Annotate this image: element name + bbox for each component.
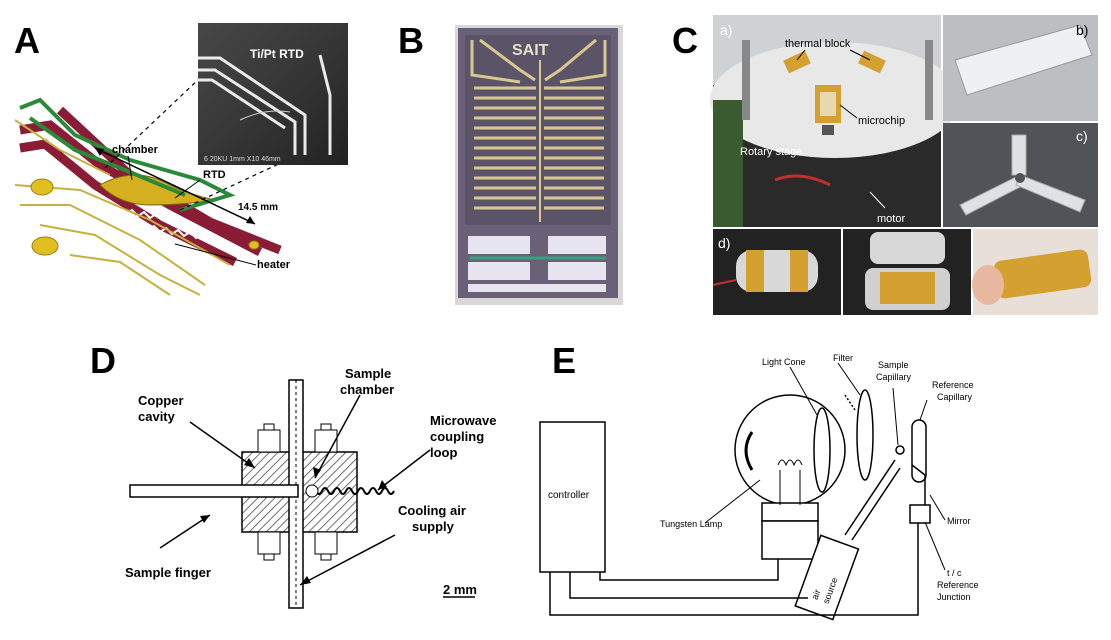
chip-leads xyxy=(470,38,607,84)
svg-text:a): a) xyxy=(720,22,732,38)
label-scale-2mm: 2 mm xyxy=(443,582,477,597)
label-heater: heater xyxy=(257,259,291,271)
panel-d-letter: D xyxy=(90,340,116,381)
thermal-block-1 xyxy=(783,50,811,74)
label-microchip: microchip xyxy=(858,115,905,127)
controller-box xyxy=(539,421,606,573)
e-leaders xyxy=(704,362,946,571)
sample-capillary xyxy=(895,445,905,455)
panel-b-letter: B xyxy=(398,20,424,61)
svg-text:b): b) xyxy=(1076,22,1088,38)
chip-pads xyxy=(468,236,606,292)
label-chamber: chamber xyxy=(112,144,159,156)
tungsten-lamp-bulb xyxy=(734,394,846,506)
label-filter: Filter xyxy=(833,353,853,363)
label-motor: motor xyxy=(877,213,905,225)
d-callout-arrows xyxy=(159,394,431,586)
panel-e xyxy=(539,362,946,621)
panel-a-letter: A xyxy=(14,20,40,61)
label-light-cone: Light Cone xyxy=(762,357,806,367)
pad-1 xyxy=(30,178,54,196)
label-rotary-stage: Rotary stage xyxy=(740,146,802,158)
length-arrow xyxy=(94,147,256,225)
panel-b: SAIT xyxy=(455,25,623,305)
chip-logo: SAIT xyxy=(512,42,549,59)
rtd-trace xyxy=(19,97,236,212)
label-sample-finger: Sample finger xyxy=(125,565,211,580)
svg-text:d): d) xyxy=(718,235,730,251)
svg-text:c): c) xyxy=(1076,128,1088,144)
air-source-box xyxy=(794,534,860,621)
filter-lens xyxy=(856,389,874,481)
thermal-block-2 xyxy=(858,50,886,74)
light-cone-lens xyxy=(813,407,831,493)
panel-d xyxy=(129,379,431,609)
sem-scalebar-label: 6 20KU 1mm X10 46mm xyxy=(204,156,281,163)
mirror xyxy=(911,464,926,511)
tc-junction-box xyxy=(909,504,931,524)
pad-3 xyxy=(248,240,260,250)
panel-a: Ti/Pt RTD 6 20KU 1mm X10 46mm chamber RT… xyxy=(14,23,348,296)
panel-e-letter: E xyxy=(552,340,577,381)
reference-capillary xyxy=(911,419,927,483)
heater-serpentine xyxy=(89,202,221,243)
label-mirror: Mirror xyxy=(947,516,971,526)
sample-finger-tube xyxy=(129,484,299,498)
electrode-fingers xyxy=(474,86,604,210)
coupling-coil xyxy=(309,487,395,495)
panel-c: a) thermal block microchip Rotary stage … xyxy=(710,15,1098,315)
label-controller: controller xyxy=(548,490,590,501)
pad-2 xyxy=(31,236,59,256)
panel-c-letter: C xyxy=(672,20,698,61)
label-tungsten-lamp: Tungsten Lamp xyxy=(660,519,722,529)
label-rtd: RTD xyxy=(203,169,226,181)
sem-traces xyxy=(198,54,332,155)
label-length: 14.5 mm xyxy=(238,202,278,213)
label-thermal-block: thermal block xyxy=(785,38,851,50)
sem-inset-title: Ti/Pt RTD xyxy=(250,47,304,61)
e-wires xyxy=(549,523,919,616)
